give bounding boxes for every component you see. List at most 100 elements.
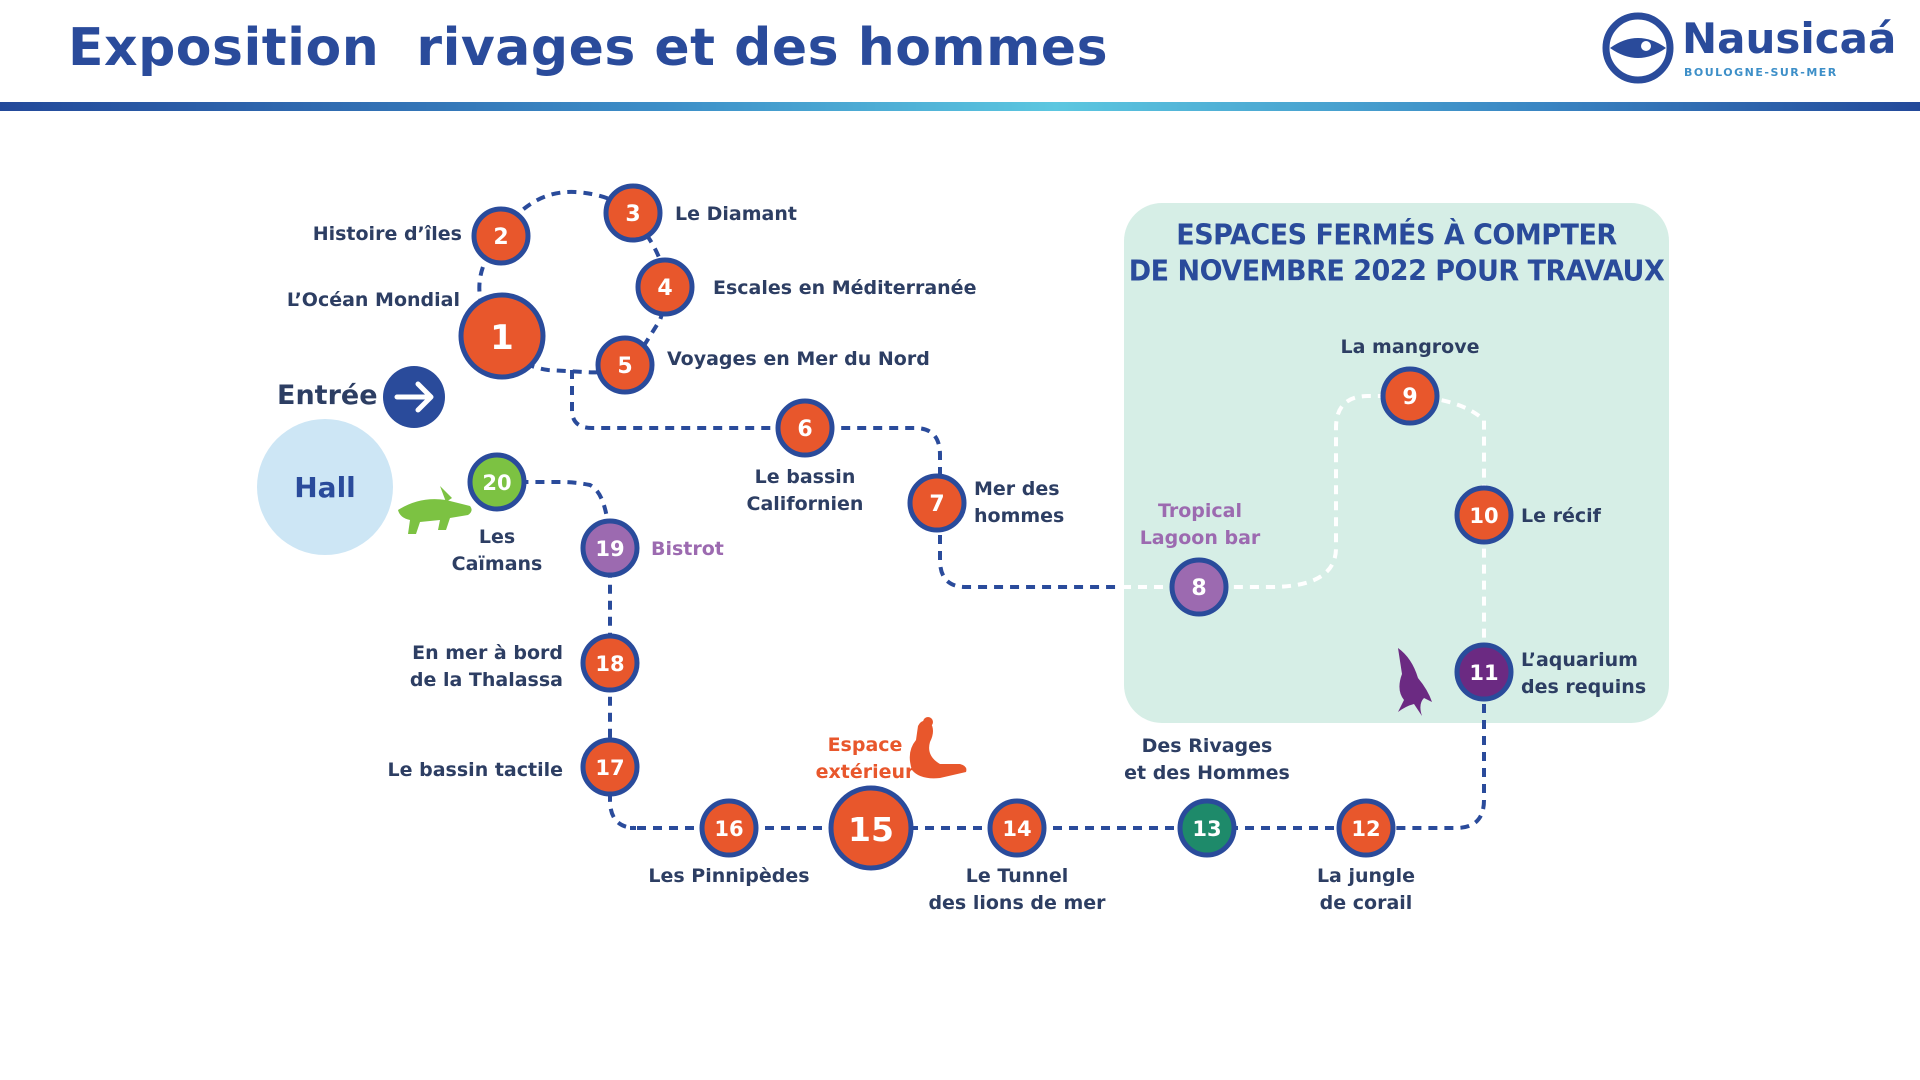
- hall-label: Hall: [294, 471, 356, 504]
- stop-13-label-line1: Des Rivages: [1141, 735, 1273, 757]
- stop-6-label: Le bassin Californien: [720, 464, 890, 518]
- stop-20-number: 20: [482, 471, 511, 495]
- stop-19-number: 19: [595, 537, 624, 561]
- stop-16-marker[interactable]: 16: [699, 798, 759, 858]
- stop-14-label-line2: des lions de mer: [928, 892, 1106, 914]
- stop-18-number: 18: [595, 652, 624, 676]
- stop-1-marker[interactable]: 1: [458, 292, 546, 380]
- stop-3-number: 3: [625, 202, 640, 227]
- stop-7-label-line1: Mer des: [974, 478, 1060, 500]
- closed-zone-title-line1: ESPACES FERMÉS À COMPTER: [1176, 219, 1617, 252]
- stop-12-label-line1: La jungle: [1316, 865, 1416, 887]
- stop-11-label: L’aquarium des requins: [1521, 647, 1646, 701]
- stop-16-number: 16: [714, 817, 743, 841]
- stop-4-number: 4: [657, 276, 672, 301]
- route-path-zone: [1122, 394, 1486, 672]
- stop-6-label-line1: Le bassin: [754, 466, 856, 488]
- closed-zone-title-line2: DE NOVEMBRE 2022 POUR TRAVAUX: [1128, 255, 1665, 288]
- stop-18-label-line2: de la Thalassa: [409, 669, 563, 691]
- stop-12-label-line2: de corail: [1319, 892, 1413, 914]
- stop-7-label: Mer des hommes: [974, 476, 1064, 530]
- shark-icon: [1398, 648, 1432, 716]
- stop-9-marker[interactable]: 9: [1380, 366, 1440, 426]
- stop-2-number: 2: [493, 225, 508, 250]
- stop-15-number: 15: [848, 810, 894, 849]
- stop-4-marker[interactable]: 4: [635, 257, 695, 317]
- stop-17-marker[interactable]: 17: [580, 737, 640, 797]
- stop-3-marker[interactable]: 3: [603, 183, 663, 243]
- stop-13-number: 13: [1192, 817, 1221, 841]
- stop-8-label-line1: Tropical: [1157, 500, 1242, 522]
- stop-16-label: Les Pinnipèdes: [648, 865, 810, 887]
- stop-1-label: L’Océan Mondial: [286, 289, 460, 311]
- stop-10-number: 10: [1469, 504, 1498, 528]
- stop-5-label: Voyages en Mer du Nord: [667, 348, 930, 370]
- stop-13-label-line2: et des Hommes: [1124, 762, 1290, 784]
- stop-15-marker[interactable]: 15: [828, 785, 914, 871]
- stop-7-number: 7: [929, 492, 944, 517]
- stop-11-marker[interactable]: 11: [1454, 642, 1514, 702]
- page-title: Exposition rivages et des hommes: [68, 18, 1109, 78]
- stop-3-label: Le Diamant: [675, 203, 797, 225]
- stop-2-label: Histoire d’îles: [312, 223, 462, 245]
- stop-19-marker[interactable]: 19: [580, 518, 640, 578]
- stop-5-marker[interactable]: 5: [595, 335, 655, 395]
- stop-4-label: Escales en Méditerranée: [713, 277, 977, 299]
- stop-8-label: Tropical Lagoon bar: [1120, 498, 1280, 552]
- stop-15-label-line2: extérieur: [815, 761, 915, 783]
- closed-zone: [1124, 203, 1669, 723]
- stop-1-number: 1: [490, 318, 514, 358]
- logo-subtext: BOULOGNE-SUR-MER: [1684, 66, 1838, 79]
- stop-12-marker[interactable]: 12: [1336, 798, 1396, 858]
- stop-12-number: 12: [1351, 817, 1380, 841]
- hall-area: [257, 419, 393, 555]
- stop-10-label: Le récif: [1521, 505, 1601, 527]
- stop-14-marker[interactable]: 14: [987, 798, 1047, 858]
- crocodile-icon: [398, 486, 472, 534]
- stop-18-marker[interactable]: 18: [580, 633, 640, 693]
- stop-11-label-line2: des requins: [1521, 676, 1647, 698]
- logo-wordmark: Nausicaá: [1682, 14, 1897, 63]
- seal-icon: [909, 717, 967, 779]
- stop-12-label: La jungle de corail: [1296, 863, 1436, 917]
- stop-10-marker[interactable]: 10: [1454, 485, 1514, 545]
- stop-6-label-line2: Californien: [746, 493, 864, 515]
- stop-20-marker[interactable]: 20: [467, 452, 527, 512]
- stop-15-label-line1: Espace: [827, 734, 903, 756]
- stop-8-number: 8: [1191, 576, 1206, 601]
- stop-5-number: 5: [617, 354, 632, 379]
- stop-20-label: Les Caïmans: [437, 524, 557, 578]
- stop-13-marker[interactable]: 13: [1177, 798, 1237, 858]
- stop-6-number: 6: [797, 417, 812, 442]
- stop-15-label: Espace extérieur: [795, 732, 935, 786]
- fish-eye-logo-icon: [1602, 12, 1674, 84]
- stops: 1 2 3 4 5 6 7: [458, 183, 1514, 871]
- stop-6-marker[interactable]: 6: [775, 398, 835, 458]
- stop-7-label-line2: hommes: [974, 505, 1065, 527]
- stop-11-number: 11: [1469, 661, 1498, 685]
- stop-9-label: La mangrove: [1340, 336, 1480, 358]
- stop-14-label: Le Tunnel des lions de mer: [917, 863, 1117, 917]
- stop-17-label: Le bassin tactile: [387, 759, 563, 781]
- stop-8-label-line2: Lagoon bar: [1139, 527, 1261, 549]
- nausicaa-logo: Nausicaá BOULOGNE-SUR-MER: [1600, 8, 1900, 90]
- stop-8-marker[interactable]: 8: [1169, 557, 1229, 617]
- stop-13-label: Des Rivages et des Hommes: [1112, 733, 1302, 787]
- stop-9-number: 9: [1402, 385, 1417, 410]
- stop-7-marker[interactable]: 7: [907, 473, 967, 533]
- closed-zone-title: ESPACES FERMÉS À COMPTER DE NOVEMBRE 202…: [1124, 218, 1669, 289]
- stop-18-label: En mer à bord de la Thalassa: [363, 640, 563, 694]
- entrance-label: Entrée: [277, 380, 378, 411]
- stop-20-label-line2: Caïmans: [451, 553, 543, 575]
- stop-2-marker[interactable]: 2: [471, 206, 531, 266]
- stop-17-number: 17: [595, 756, 624, 780]
- stop-11-label-line1: L’aquarium: [1521, 649, 1638, 671]
- stop-18-label-line1: En mer à bord: [412, 642, 563, 664]
- stop-19-label: Bistrot: [651, 538, 724, 560]
- stop-14-number: 14: [1002, 817, 1031, 841]
- stop-20-label-line1: Les: [478, 526, 516, 548]
- entrance-arrow-icon[interactable]: [383, 366, 445, 428]
- stop-14-label-line1: Le Tunnel: [965, 865, 1069, 887]
- header-band: [0, 102, 1920, 111]
